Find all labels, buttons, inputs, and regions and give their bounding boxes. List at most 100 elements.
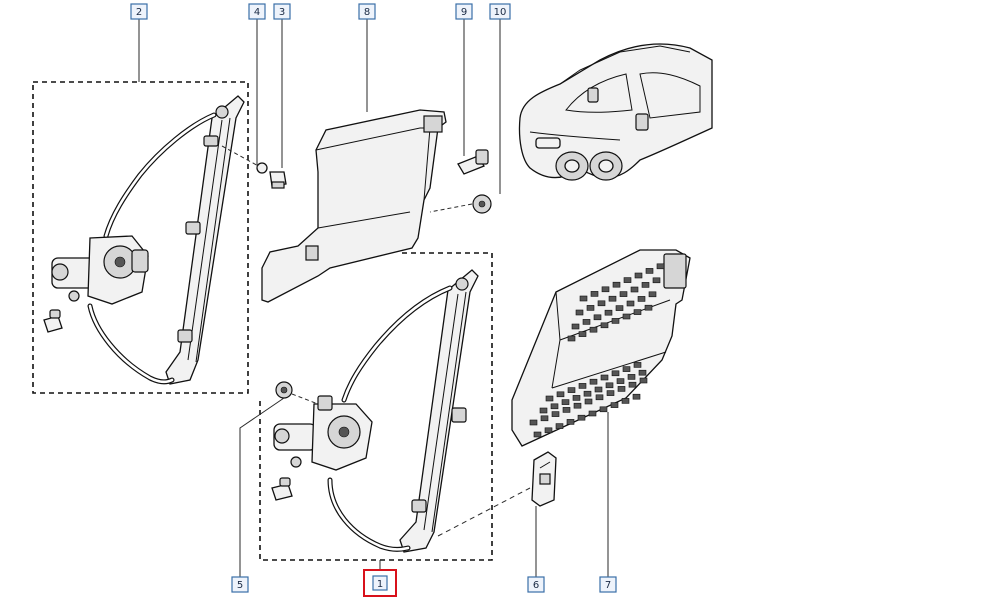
- callout-2-label: 2: [136, 7, 142, 18]
- panel-hole: [626, 300, 635, 307]
- panel-hole: [579, 295, 588, 302]
- car-illustration: [518, 43, 713, 181]
- panel-hole: [611, 318, 620, 324]
- panel-hole: [656, 263, 665, 270]
- panel-hole: [571, 323, 580, 330]
- panel-hole: [623, 277, 632, 283]
- panel-hole: [589, 326, 598, 333]
- panel-hole: [622, 313, 631, 320]
- callout-2[interactable]: 2: [130, 3, 148, 20]
- panel-hole: [588, 410, 597, 417]
- assembly-1-boundary: [259, 252, 493, 561]
- panel-hole: [612, 281, 621, 288]
- panel-hole: [621, 398, 630, 404]
- panel-hole: [595, 394, 604, 401]
- panel-hole: [545, 395, 554, 402]
- panel-hole: [611, 370, 620, 377]
- panel-hole: [630, 286, 639, 293]
- panel-hole: [641, 282, 650, 288]
- callout-10[interactable]: 10: [489, 3, 511, 20]
- panel-hole: [638, 369, 647, 376]
- panel-hole: [584, 398, 593, 405]
- panel-hole: [610, 402, 619, 408]
- panel-hole: [566, 419, 575, 425]
- panel-hole: [616, 378, 625, 384]
- panel-hole: [608, 295, 617, 302]
- panel-hole: [633, 362, 642, 368]
- panel-hole: [605, 382, 614, 389]
- panel-hole: [606, 390, 615, 396]
- callout-6-label: 6: [533, 580, 539, 591]
- panel-hole: [617, 386, 626, 392]
- regulator-motor-left: [51, 235, 149, 305]
- panel-hole: [572, 395, 581, 401]
- callout-8-label: 8: [364, 7, 370, 18]
- panel-hole: [544, 427, 553, 434]
- panel-hole: [529, 419, 538, 426]
- callout-8[interactable]: 8: [358, 3, 376, 20]
- panel-hole: [550, 403, 559, 410]
- panel-hole: [555, 423, 564, 429]
- panel-hole: [600, 322, 609, 329]
- panel-hole: [615, 305, 624, 311]
- panel-hole: [577, 414, 586, 421]
- panel-hole: [578, 383, 587, 389]
- callout-4[interactable]: 4: [248, 3, 266, 20]
- nut-5: [275, 381, 293, 399]
- callout-3[interactable]: 3: [273, 3, 291, 20]
- callout-5[interactable]: 5: [231, 576, 249, 593]
- callout-9[interactable]: 9: [455, 3, 473, 20]
- panel-hole: [573, 402, 582, 409]
- panel-hole: [634, 272, 643, 279]
- panel-hole: [556, 391, 565, 398]
- screw-left: [43, 309, 63, 333]
- panel-hole: [637, 296, 646, 302]
- panel-hole: [533, 431, 542, 438]
- screw-center: [271, 477, 293, 501]
- panel-hole: [633, 309, 642, 315]
- panel-hole: [590, 291, 599, 297]
- panel-hole: [597, 300, 606, 307]
- panel-hole: [567, 335, 576, 342]
- insulation-panel-7: [511, 249, 691, 447]
- callout-1[interactable]: 1: [363, 569, 397, 597]
- panel-hole: [562, 407, 571, 413]
- panel-hole: [600, 374, 609, 381]
- panel-hole: [593, 314, 602, 321]
- panel-hole: [551, 411, 560, 417]
- panel-grid-holes: [529, 263, 665, 438]
- panel-hole: [575, 309, 584, 316]
- panel-hole: [639, 377, 648, 384]
- panel-hole: [645, 268, 654, 274]
- callout-1-label: 1: [377, 579, 383, 590]
- panel-hole: [567, 387, 576, 393]
- panel-hole: [628, 381, 637, 388]
- callout-4-label: 4: [254, 7, 260, 18]
- panel-hole: [648, 291, 657, 298]
- panel-hole: [627, 374, 636, 380]
- panel-hole: [652, 277, 661, 284]
- window-regulator-left: [43, 95, 263, 385]
- panel-hole: [589, 378, 598, 385]
- panel-hole: [540, 415, 549, 422]
- door-trim-panel-8: [261, 109, 447, 303]
- callout-10-label: 10: [494, 7, 507, 18]
- panel-hole: [644, 304, 653, 311]
- panel-hole: [582, 319, 591, 325]
- panel-hole: [561, 399, 570, 405]
- callout-7[interactable]: 7: [599, 576, 617, 593]
- screw-9: [457, 149, 489, 175]
- panel-hole: [599, 406, 608, 413]
- panel-hole: [604, 309, 613, 316]
- panel-hole: [583, 390, 592, 397]
- panel-hole: [539, 407, 548, 414]
- callout-7-label: 7: [605, 580, 611, 591]
- clip-10: [429, 194, 492, 214]
- window-regulator-center: [271, 269, 531, 553]
- callout-5-label: 5: [237, 580, 243, 591]
- panel-hole: [594, 386, 603, 393]
- panel-hole: [632, 393, 641, 400]
- panel-hole: [622, 366, 631, 372]
- callout-6[interactable]: 6: [527, 576, 545, 593]
